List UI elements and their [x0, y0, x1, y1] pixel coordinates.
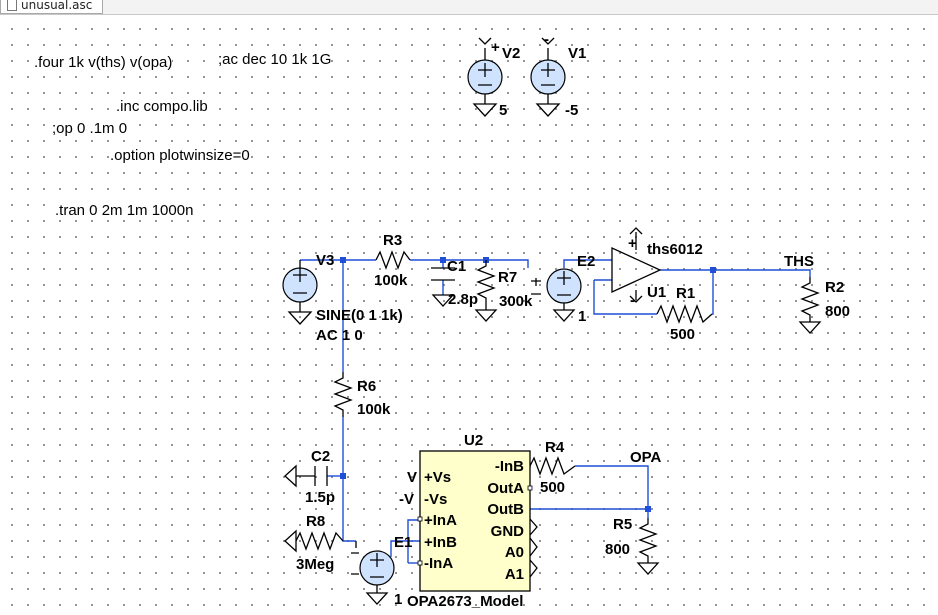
r4-name: R4 [545, 439, 565, 456]
r3-name: R3 [383, 232, 402, 249]
inc-directive[interactable]: .inc compo.lib [116, 98, 208, 115]
r2-name: R2 [825, 279, 844, 296]
u2-pin-right: OutB [487, 501, 524, 518]
u2-pin-left: +InB [424, 534, 457, 551]
v2-name: V2 [502, 45, 520, 62]
resistor-r8[interactable]: R8 3Meg [284, 513, 344, 573]
u2-vplus-net: V [407, 469, 417, 486]
v3-name: V3 [316, 252, 334, 269]
u2-pin-left: -InA [424, 555, 453, 572]
subcircuit-u2[interactable]: U2 V -V +Vs -Vs +InA +InB -InA -InB OutA… [399, 432, 538, 610]
v1-name: V1 [568, 45, 586, 62]
document-tab[interactable]: unusual.asc [0, 0, 104, 14]
document-tab-bar: unusual.asc [0, 0, 938, 15]
u2-pin-right: -InB [495, 458, 524, 475]
u1-vplus-label: + [628, 235, 637, 252]
u2-pin-right: A0 [505, 544, 524, 561]
e2-name: E2 [577, 253, 595, 270]
resistor-r6[interactable]: R6 100k [333, 372, 391, 418]
resistor-r1[interactable]: R1 500 [656, 285, 713, 343]
v3-value: SINE(0 1 1k) [316, 307, 403, 324]
r5-name: R5 [613, 516, 632, 533]
resistor-r2[interactable]: R2 800 [798, 277, 850, 334]
u1-vminus-label: - [630, 292, 635, 309]
voltage-source-v3[interactable]: V3 SINE(0 1 1k) AC 1 0 [282, 252, 403, 344]
u2-model: OPA2673_Model [407, 593, 523, 610]
r5-value: 800 [605, 541, 630, 558]
document-tab-label: unusual.asc [21, 0, 93, 12]
opa-net-label[interactable]: OPA [630, 449, 662, 466]
c1-name: C1 [447, 258, 466, 275]
resistor-r5[interactable]: R5 800 [605, 516, 660, 575]
c2-value: 1.5p [305, 489, 335, 506]
u2-name: U2 [464, 432, 483, 449]
r4-value: 500 [540, 479, 565, 496]
opamp-u1[interactable]: + - ths6012 U1 [611, 227, 703, 309]
v1-value: -5 [565, 102, 578, 119]
v2-net-label: + [491, 39, 500, 56]
tran-directive[interactable]: .tran 0 2m 1m 1000n [55, 202, 194, 219]
c2-name: C2 [311, 448, 330, 465]
vcvs-e2[interactable]: E2 1 [531, 253, 595, 325]
u2-pin-right: OutA [487, 480, 524, 497]
schematic-file-icon [7, 0, 17, 11]
ths-net-label[interactable]: THS [784, 253, 814, 270]
u2-pin-left: +Vs [424, 469, 451, 486]
r2-value: 800 [825, 303, 850, 320]
vcvs-e1[interactable]: E1 1 [351, 534, 412, 608]
u2-vminus-net: -V [399, 491, 414, 508]
e2-value: 1 [578, 308, 586, 325]
r8-name: R8 [306, 513, 325, 530]
r7-name: R7 [498, 269, 517, 286]
e1-value: 1 [394, 591, 402, 608]
voltage-source-v2[interactable]: + V2 5 [467, 37, 520, 119]
op-directive[interactable]: ;op 0 .1m 0 [52, 120, 128, 137]
ac-directive[interactable]: ;ac dec 10 1k 1G [218, 51, 332, 68]
resistor-r4[interactable]: R4 500 [529, 439, 576, 496]
r8-value: 3Meg [296, 556, 334, 573]
capacitor-c2[interactable]: C2 1.5p [284, 448, 335, 506]
resistor-r7[interactable]: R7 300k [474, 260, 533, 322]
resistor-r3[interactable]: R3 100k [374, 232, 411, 289]
u2-pin-right: A1 [505, 566, 524, 583]
u1-model: ths6012 [647, 241, 703, 258]
u1-name: U1 [647, 284, 666, 301]
c1-value: 2.8p [448, 291, 478, 308]
r1-name: R1 [676, 285, 695, 302]
capacitor-c1[interactable]: C1 2.8p [431, 258, 478, 308]
r6-name: R6 [357, 378, 376, 395]
voltage-source-v1[interactable]: - V1 -5 [530, 31, 586, 119]
u2-pin-left: -Vs [424, 491, 447, 508]
r7-value: 300k [499, 293, 533, 310]
u2-pin-left: +InA [424, 512, 457, 529]
e1-name: E1 [394, 534, 412, 551]
r3-value: 100k [374, 272, 408, 289]
v1-net-label: - [544, 31, 549, 48]
four-directive[interactable]: .four 1k v(ths) v(opa) [34, 54, 173, 71]
r6-value: 100k [357, 401, 391, 418]
r1-value: 500 [670, 326, 695, 343]
u2-pin-markers [417, 485, 533, 566]
u2-pin-right: GND [491, 523, 525, 540]
option-directive[interactable]: .option plotwinsize=0 [110, 147, 250, 164]
v3-ac-value: AC 1 0 [316, 327, 363, 344]
v2-value: 5 [499, 102, 507, 119]
